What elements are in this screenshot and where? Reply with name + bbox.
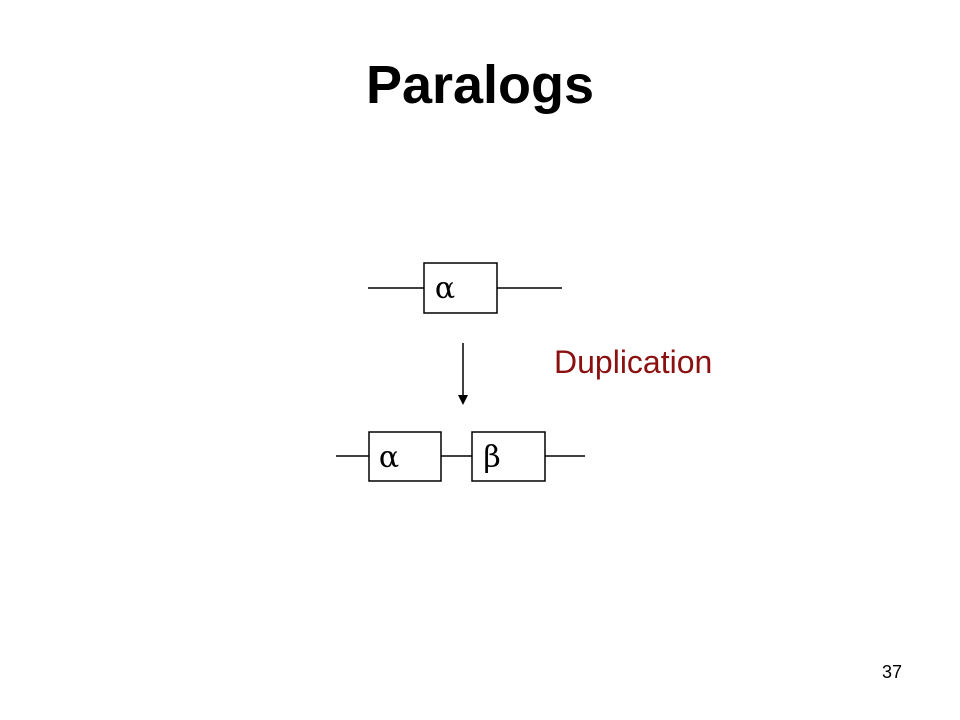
original-gene: α	[368, 262, 562, 314]
gene-label-beta: β	[483, 440, 500, 475]
gene-label-alpha: α	[435, 271, 455, 306]
gene-box-alpha	[368, 431, 442, 482]
slide-title: Paralogs	[365, 55, 595, 115]
duplication-label: Duplication	[554, 344, 713, 380]
gene-box-alpha	[423, 262, 498, 314]
duplicated-genes: α β	[336, 431, 585, 482]
gene-label-alpha: α	[379, 440, 399, 475]
page-number: 37	[881, 662, 902, 682]
